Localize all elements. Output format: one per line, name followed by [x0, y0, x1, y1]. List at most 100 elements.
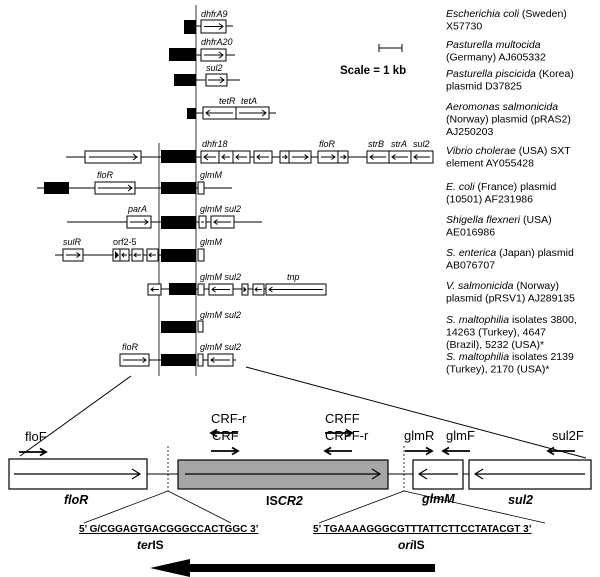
- primer-crf-arrow: [211, 446, 240, 456]
- flor-label: floR: [64, 493, 88, 507]
- organism-label-line: S. maltophilia isolates 3800,: [446, 314, 577, 326]
- ori-label: oriIS: [398, 538, 425, 552]
- gene-label-glmm-sul2: glmM sul2: [200, 310, 241, 320]
- organism-label-line: X57730: [446, 21, 482, 33]
- primer-glmf-arrow: [441, 446, 470, 456]
- organism-label-line: element AY055428: [446, 158, 534, 170]
- primer-crff-r-label: CRFF-r: [325, 428, 369, 443]
- gene-glmm: [197, 353, 204, 367]
- row-4: tetR tetA: [187, 96, 276, 120]
- ter-sequence: 5’ G/CGGAGTGACGGGCCACTGGC 3’: [79, 524, 259, 535]
- scale-label: Scale = 1 kb: [340, 65, 406, 77]
- gene-label-sul2: sul2: [206, 63, 223, 73]
- organism-label-line: S. enterica (Japan) plasmid: [446, 247, 574, 259]
- gene-label-sulr: sulR: [63, 237, 82, 247]
- sul2-label: sul2: [508, 493, 533, 507]
- primer-crff-label: CRFF: [325, 411, 360, 426]
- gene-label-teta: tetA: [241, 96, 257, 106]
- organism-label-line: Shigella flexneri (USA): [446, 214, 552, 226]
- primer-sul2f-arrow: [546, 446, 575, 456]
- ter-label: terIS: [137, 538, 164, 552]
- row-9: glmM sul2 tnp: [147, 272, 327, 296]
- primer-crf-r-arrow: [209, 428, 238, 438]
- primer-sul2f-label: sul2F: [552, 428, 584, 443]
- row-2: dhfrA20: [169, 37, 235, 62]
- gene-label-glmm-sul2: glmM sul2: [200, 342, 241, 352]
- organism-label-line: E. coli (France) plasmid: [446, 181, 556, 193]
- gene-label-para: parA: [127, 204, 147, 214]
- primer-crf-label: CRF: [212, 428, 239, 443]
- organism-label-line: Escherichia coli (Sweden): [446, 8, 567, 20]
- row-5: dhfr18 floR strB strA sul2: [66, 139, 434, 164]
- iscr2-block: [161, 150, 196, 163]
- gene-label-glmm-sul2: glmM sul2: [200, 204, 241, 214]
- organism-label-line: plasmid (pRSV1) AJ289135: [446, 293, 575, 305]
- gene-label-glmm: glmM: [200, 237, 223, 247]
- iscr2-block: [161, 182, 196, 194]
- gene-map: Scale = 1 kb dhfrA9 dhfrA20 sul2: [37, 5, 434, 376]
- row-10: glmM sul2: [161, 310, 241, 333]
- row-1: dhfrA9: [184, 9, 233, 34]
- primer-crf-r-label: CRF-r: [211, 411, 247, 426]
- organism-label-line: V. salmonicida (Norway): [446, 280, 559, 292]
- iscr2-block: [161, 249, 196, 262]
- gene-label-dhfra20: dhfrA20: [201, 37, 233, 47]
- gene-label-glmm-sul2: glmM sul2: [200, 272, 241, 282]
- organism-label-line: (Brazil), 5232 (USA)*: [446, 339, 544, 351]
- gene-label-tnp: tnp: [287, 272, 300, 282]
- primer-glmr-arrow: [405, 446, 434, 456]
- iscr2-block: [161, 354, 196, 366]
- gene-glmm: [197, 283, 205, 296]
- gene-label-orf2-5: orf2-5: [113, 237, 137, 247]
- gene-label-glmm: glmM: [200, 170, 223, 180]
- zoom-line-right: [245, 366, 587, 459]
- iscr2-block: [161, 321, 196, 333]
- primer-flof-arrow: [19, 447, 48, 457]
- organism-label-line: Pasturella multocida: [446, 39, 541, 51]
- gene-label-tetr: tetR: [219, 96, 236, 106]
- row-3: sul2: [174, 63, 240, 87]
- organism-label-line: (Turkey), 2170 (USA)*: [446, 364, 549, 376]
- primer-flof-label: floF: [25, 429, 47, 444]
- gene-label-sul2: sul2: [413, 139, 430, 149]
- row-8: sulR orf2-5 glmM: [55, 237, 223, 262]
- iscr2-block: [184, 20, 196, 34]
- iscr2-block: [187, 108, 196, 119]
- primer-crff-arrow: [325, 428, 354, 438]
- organism-label-line: AJ250203: [446, 126, 493, 138]
- primer-glmr-label: glmR: [404, 428, 434, 443]
- organism-label-line: (Germany) AJ605332: [446, 52, 546, 64]
- organism-label-line: plasmid D37825: [446, 81, 522, 93]
- iscr2-block: [174, 74, 196, 86]
- iscr2-block: [169, 283, 196, 295]
- row-6: floR glmM: [37, 170, 232, 195]
- direction-arrow: [150, 559, 435, 577]
- primer-crff-r-arrow: [323, 446, 352, 456]
- row-7: parA glmM sul2: [67, 204, 262, 229]
- gene-label-strb: strB: [368, 139, 384, 149]
- organism-label-line: Vibrio cholerae (USA) SXT: [446, 145, 571, 157]
- gene-glmm: [197, 181, 205, 195]
- gene-glmm: [197, 248, 205, 262]
- organism-label-line: AB076707: [446, 260, 495, 272]
- zoom-line-left: [19, 375, 132, 457]
- gene-label-flor: floR: [122, 342, 139, 352]
- gene-label-dhfra9: dhfrA9: [201, 9, 228, 19]
- gene-label-stra: strA: [391, 139, 407, 149]
- organism-label-line: (10501) AF231986: [446, 194, 533, 206]
- ori-sequence: 5’ TGAAAAGGGCGTTTATTCTTCCTATACGT 3’: [313, 524, 532, 535]
- organism-labels: Escherichia coli (Sweden)X57730Pasturell…: [445, 8, 577, 376]
- scale-bar: Scale = 1 kb: [340, 44, 406, 77]
- detail-map: floF CRF-r CRF CRFF CRFF-r glmR glmF sul…: [8, 411, 592, 577]
- iscr2-label: ISCR2: [266, 494, 303, 508]
- organism-label-line: (Norway) plasmid (pRAS2): [446, 114, 571, 126]
- iscr2-block: [44, 182, 69, 194]
- primer-glmf-label: glmF: [446, 428, 475, 443]
- organism-label-line: S. maltophilia isolates 2139: [446, 351, 574, 363]
- iscr2-block: [161, 216, 196, 229]
- organism-label-line: Aeromonas salmonicida: [445, 101, 558, 113]
- iscr2-block: [169, 48, 196, 61]
- gene-label-flor: floR: [97, 170, 114, 180]
- organism-label-line: AE016986: [446, 227, 495, 239]
